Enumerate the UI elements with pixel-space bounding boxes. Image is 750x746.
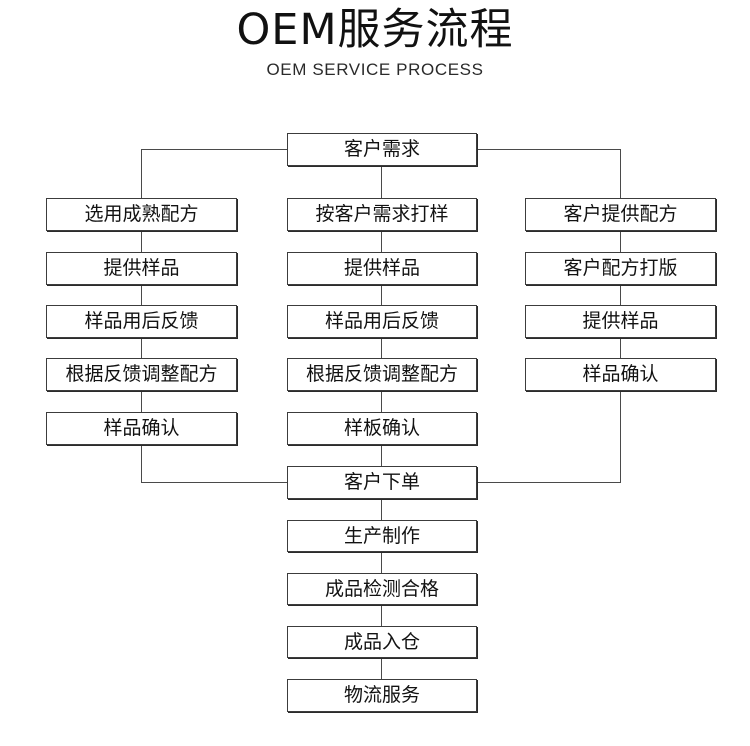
node-merge-step-2[interactable]: 生产制作 (287, 520, 477, 552)
node-left-step-4[interactable]: 根据反馈调整配方 (46, 358, 237, 391)
connector-right-3-4 (620, 338, 621, 358)
node-left-step-1[interactable]: 选用成熟配方 (46, 198, 237, 231)
connector-center-to-merge (381, 445, 382, 466)
node-customer-requirement[interactable]: 客户需求 (287, 133, 477, 166)
node-label: 客户配方打版 (563, 257, 678, 279)
connector-merge-3-4 (381, 605, 382, 626)
node-label: 客户需求 (343, 138, 420, 160)
connector-start-left-v (141, 149, 142, 198)
node-label: 样品确认 (103, 417, 180, 439)
node-label: 成品检测合格 (324, 577, 439, 600)
connector-right-to-merge-v (620, 391, 621, 483)
node-merge-step-1[interactable]: 客户下单 (287, 466, 477, 499)
title-block: OEM服务流程 OEM SERVICE PROCESS (0, 4, 750, 80)
node-label: 选用成熟配方 (84, 203, 199, 225)
connector-right-to-merge-h (477, 482, 621, 483)
node-label: 根据反馈调整配方 (65, 363, 218, 385)
connector-right-1-2 (620, 231, 621, 252)
node-label: 样品用后反馈 (324, 310, 439, 332)
node-label: 提供样品 (343, 257, 420, 279)
node-merge-step-3[interactable]: 成品检测合格 (287, 573, 477, 605)
node-label: 物流服务 (343, 684, 420, 706)
node-center-step-2[interactable]: 提供样品 (287, 252, 477, 285)
node-label: 提供样品 (103, 257, 180, 279)
connector-left-4-5 (141, 391, 142, 412)
node-label: 生产制作 (343, 524, 420, 547)
node-label: 样板确认 (343, 417, 420, 439)
node-center-step-1[interactable]: 按客户需求打样 (287, 198, 477, 231)
connector-left-1-2 (141, 231, 142, 252)
connector-left-3-4 (141, 338, 142, 358)
node-left-step-3[interactable]: 样品用后反馈 (46, 305, 237, 338)
connector-merge-1-2 (381, 499, 382, 520)
node-merge-step-4[interactable]: 成品入仓 (287, 626, 477, 658)
node-right-step-3[interactable]: 提供样品 (525, 305, 716, 338)
node-label: 客户下单 (343, 471, 420, 493)
connector-merge-4-5 (381, 658, 382, 679)
node-center-step-5[interactable]: 样板确认 (287, 412, 477, 445)
node-merge-step-5[interactable]: 物流服务 (287, 679, 477, 712)
node-label: 客户提供配方 (563, 203, 678, 225)
connector-left-to-merge-h (141, 482, 288, 483)
connector-center-3-4 (381, 338, 382, 358)
connector-center-1-2 (381, 231, 382, 252)
connector-start-right-h (477, 149, 621, 150)
connector-start-left-h (141, 149, 288, 150)
connector-left-to-merge-v (141, 445, 142, 483)
node-label: 提供样品 (582, 310, 659, 332)
node-right-step-4[interactable]: 样品确认 (525, 358, 716, 391)
node-left-step-2[interactable]: 提供样品 (46, 252, 237, 285)
connector-start-to-center (381, 165, 382, 198)
connector-start-right-v (620, 149, 621, 198)
page-title: OEM服务流程 (236, 5, 514, 55)
node-center-step-3[interactable]: 样品用后反馈 (287, 305, 477, 338)
connector-left-2-3 (141, 285, 142, 305)
node-center-step-4[interactable]: 根据反馈调整配方 (287, 358, 477, 391)
connector-merge-2-3 (381, 552, 382, 573)
page-subtitle: OEM SERVICE PROCESS (266, 60, 484, 79)
connector-center-4-5 (381, 391, 382, 412)
node-label: 样品确认 (582, 363, 659, 385)
connector-right-2-3 (620, 285, 621, 305)
node-right-step-2[interactable]: 客户配方打版 (525, 252, 716, 285)
node-left-step-5[interactable]: 样品确认 (46, 412, 237, 445)
node-right-step-1[interactable]: 客户提供配方 (525, 198, 716, 231)
node-label: 根据反馈调整配方 (305, 363, 458, 385)
connector-center-2-3 (381, 285, 382, 305)
node-label: 样品用后反馈 (84, 310, 199, 332)
node-label: 按客户需求打样 (315, 203, 449, 225)
node-label: 成品入仓 (343, 630, 420, 653)
